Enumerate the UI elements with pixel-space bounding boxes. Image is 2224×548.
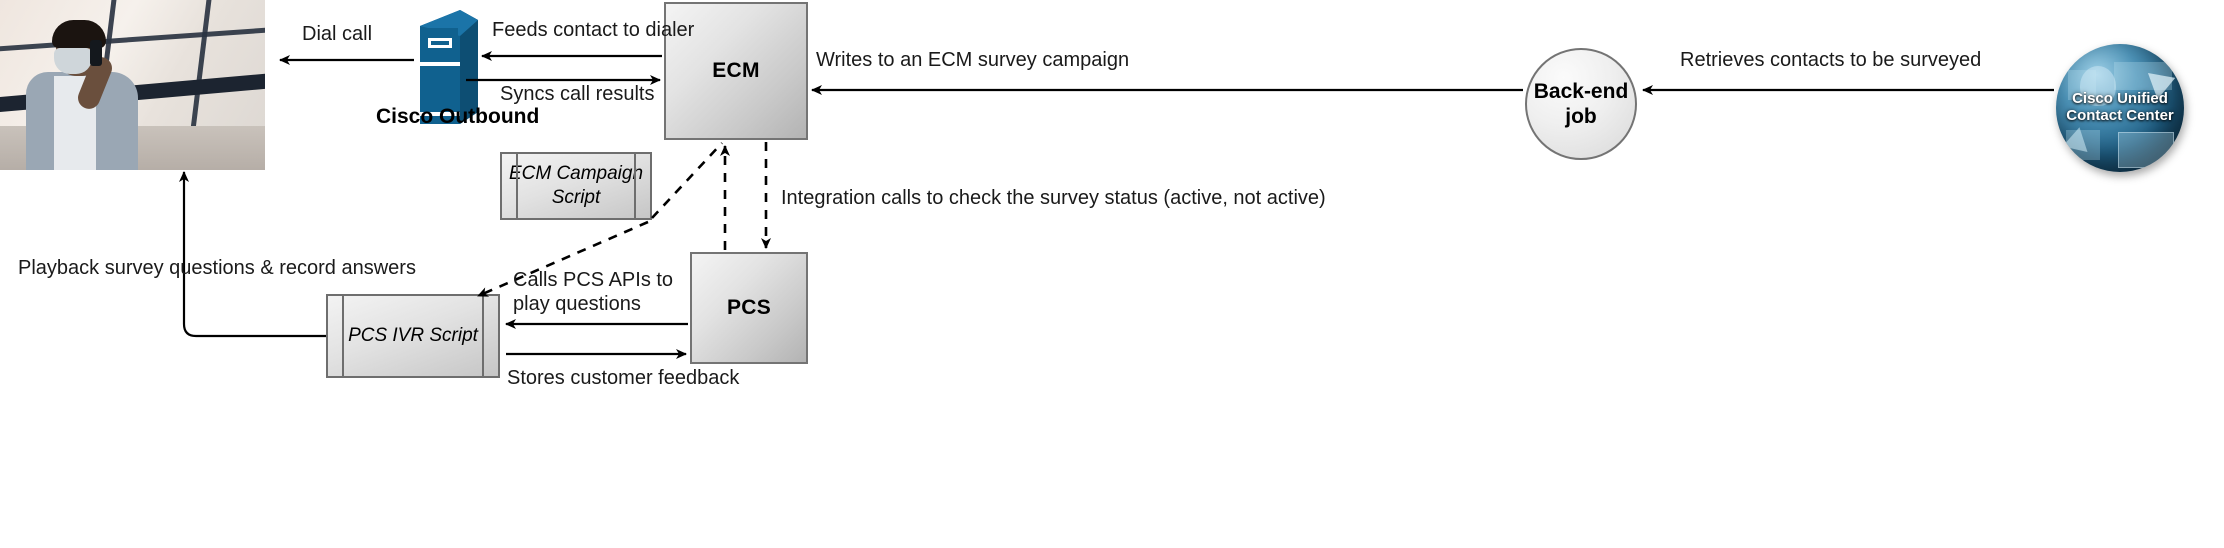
label-integration-calls: Integration calls to check the survey st… <box>781 187 1326 209</box>
node-pcs-label: PCS <box>726 296 772 319</box>
logo-line1: Cisco Unified <box>2072 90 2168 107</box>
node-backend-job-line1: Back-end <box>1533 79 1629 103</box>
cisco-unified-contact-center-logo: Cisco Unified Contact Center <box>2056 44 2184 172</box>
node-backend-job-line2: job <box>1565 105 1597 128</box>
label-calls-pcs-apis-line1: Calls PCS APIs to <box>513 269 674 291</box>
outbound-caption: Cisco Outbound <box>376 105 540 128</box>
node-ecm-label: ECM <box>712 59 760 82</box>
photo-person <box>10 20 150 170</box>
edge-campaign-script-to-ecm <box>651 142 723 219</box>
ecm-campaign-script-line2: Script <box>551 187 601 208</box>
node-ecm-campaign-script[interactable]: ECM Campaign Script <box>500 152 652 220</box>
server-icon <box>416 8 482 126</box>
node-backend-job[interactable]: Back-end job <box>1525 48 1637 160</box>
agent-photo <box>0 0 265 170</box>
node-pcs[interactable]: PCS <box>690 252 808 364</box>
label-syncs-results: Syncs call results <box>500 83 655 105</box>
label-dial-call: Dial call <box>302 23 373 45</box>
ecm-campaign-script-line1: ECM Campaign <box>508 163 644 185</box>
pcs-ivr-script-label: PCS IVR Script <box>348 325 478 347</box>
label-stores-feedback: Stores customer feedback <box>507 367 740 389</box>
node-ecm[interactable]: ECM <box>664 2 808 140</box>
node-pcs-ivr-script[interactable]: PCS IVR Script <box>326 294 500 378</box>
label-writes-campaign: Writes to an ECM survey campaign <box>816 49 1130 71</box>
edge-playback <box>179 171 326 338</box>
logo-line2: Contact Center <box>2066 107 2174 125</box>
label-feeds-contact: Feeds contact to dialer <box>492 19 695 41</box>
label-retrieves-contacts: Retrieves contacts to be surveyed <box>1680 49 1982 71</box>
label-calls-pcs-apis-line2: play questions <box>513 293 641 315</box>
label-playback: Playback survey questions & record answe… <box>18 257 416 279</box>
